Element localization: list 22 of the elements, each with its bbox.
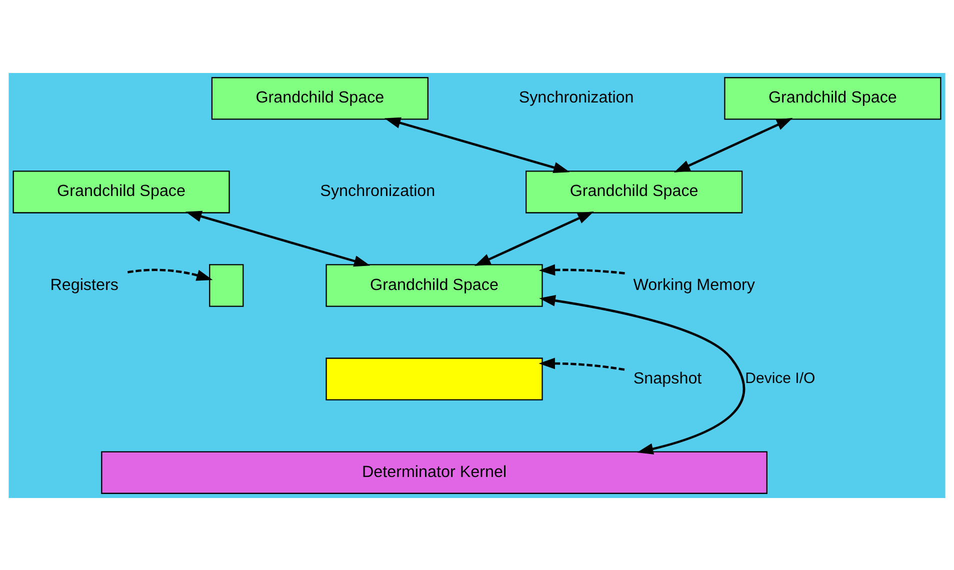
arrow xyxy=(185,210,370,266)
label: Synchronization xyxy=(320,182,436,200)
node-box xyxy=(326,357,543,400)
node-box: Grandchild Space xyxy=(12,170,230,213)
node-box: Grandchild Space xyxy=(211,76,428,120)
arrow xyxy=(674,117,793,172)
node-box: Grandchild Space xyxy=(326,264,543,306)
node-box: Grandchild Space xyxy=(724,76,942,120)
node-text: Working Memory xyxy=(633,275,756,294)
node-text: Snapshot xyxy=(633,368,702,387)
arrow xyxy=(539,294,745,454)
arrow xyxy=(384,116,570,173)
node-box: Grandchild Space xyxy=(526,170,743,213)
node-box xyxy=(209,264,244,306)
node-text: Registers xyxy=(50,275,118,294)
edge-label: Device I/O xyxy=(745,369,816,386)
arrow xyxy=(127,268,213,280)
arrow xyxy=(474,210,594,266)
arrow xyxy=(538,264,625,276)
node-box: Determinator Kernel xyxy=(101,450,768,494)
arrow xyxy=(538,357,625,370)
label: Synchronization xyxy=(518,88,634,106)
